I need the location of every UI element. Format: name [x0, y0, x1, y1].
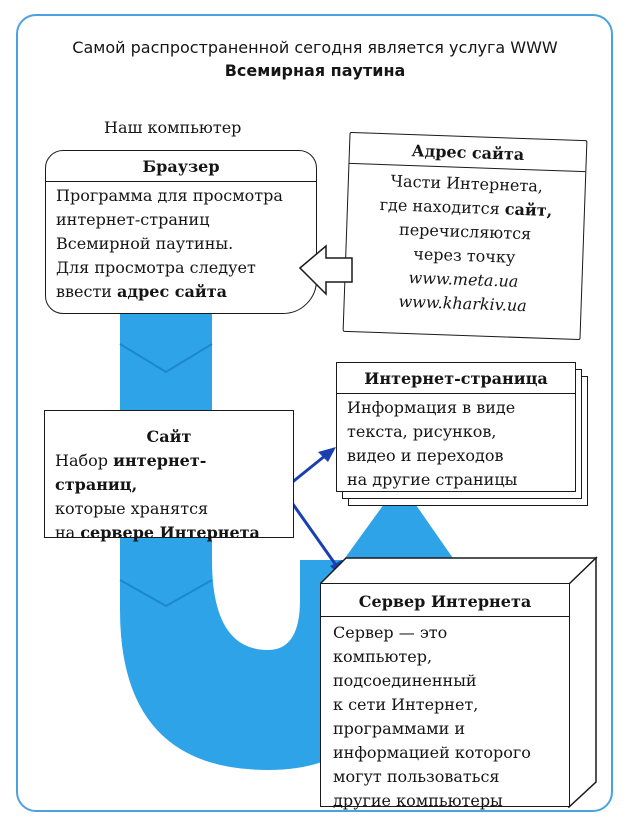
heading: Самой распространенной сегодня является … — [20, 36, 610, 82]
browser-text-line: интернет-страниц — [56, 210, 210, 229]
address-pointer-arrow — [298, 244, 353, 296]
server-text-line: другие компьютеры — [333, 791, 503, 810]
webpage-text-line: на другие страницы — [347, 470, 518, 489]
webpage-card: Интернет-страница Информация в виде текс… — [336, 362, 576, 492]
browser-text-line: Программа для просмотра — [56, 186, 283, 205]
arrow-to-webpage-head — [318, 447, 336, 462]
arrow-to-server — [288, 499, 340, 569]
server-text-line: могут пользоваться — [333, 767, 500, 786]
site-text-bold: интернет-страниц, — [55, 451, 207, 494]
server-text-line: информацией которого — [333, 743, 531, 762]
server-text-line: компьютер, — [333, 647, 433, 666]
site-text-line: которые хранятся — [55, 499, 209, 518]
browser-text-line: ввести адрес сайта — [56, 280, 306, 304]
server-text-line: программами и — [333, 719, 465, 738]
site-text-prefix: Набор — [55, 451, 114, 470]
site-text-bold: сервере Интернета — [80, 523, 260, 542]
ribbon-chevron-bottom — [119, 579, 213, 608]
ribbon-chevron-top — [119, 343, 213, 374]
browser-text-prefix: ввести — [56, 282, 118, 301]
site-title: Сайт — [146, 427, 192, 446]
our-computer-caption: Наш компьютер — [104, 118, 242, 137]
browser-text-line: Всемирной паутины. — [56, 234, 234, 253]
server-text-line: подсоединенный — [333, 671, 477, 690]
server-box-top — [320, 557, 598, 585]
server-title: Сервер Интернета — [321, 590, 569, 617]
browser-text-line: Для просмотра следует — [56, 258, 256, 277]
arrow-to-webpage — [289, 453, 327, 486]
webpage-text-line: видео и переходов — [347, 446, 504, 465]
browser-card: Браузер Программа для просмотра интернет… — [45, 150, 317, 314]
heading-line: Самой распространенной сегодня является … — [72, 38, 558, 57]
site-text-line: на сервере Интернета — [55, 521, 283, 545]
webpage-title: Интернет-страница — [337, 367, 575, 394]
webpage-text-line: Информация в виде — [347, 398, 516, 417]
site-text-line: Набор интернет-страниц, — [55, 449, 283, 497]
site-text-prefix: на — [55, 523, 81, 542]
server-box-side — [568, 556, 597, 808]
browser-text-bold: адрес сайта — [117, 282, 228, 301]
server-text-line: Сервер — это — [333, 623, 448, 642]
browser-title: Браузер — [46, 155, 316, 182]
site-card: Сайт Набор интернет-страниц, которые хра… — [44, 410, 294, 542]
server-text-line: к сети Интернет, — [333, 695, 479, 714]
server-card: Сервер Интернета Сервер — это компьютер,… — [320, 583, 570, 810]
webpage-text-line: текста, рисунков, — [347, 422, 497, 441]
heading-subtitle: Всемирная паутина — [224, 61, 406, 80]
